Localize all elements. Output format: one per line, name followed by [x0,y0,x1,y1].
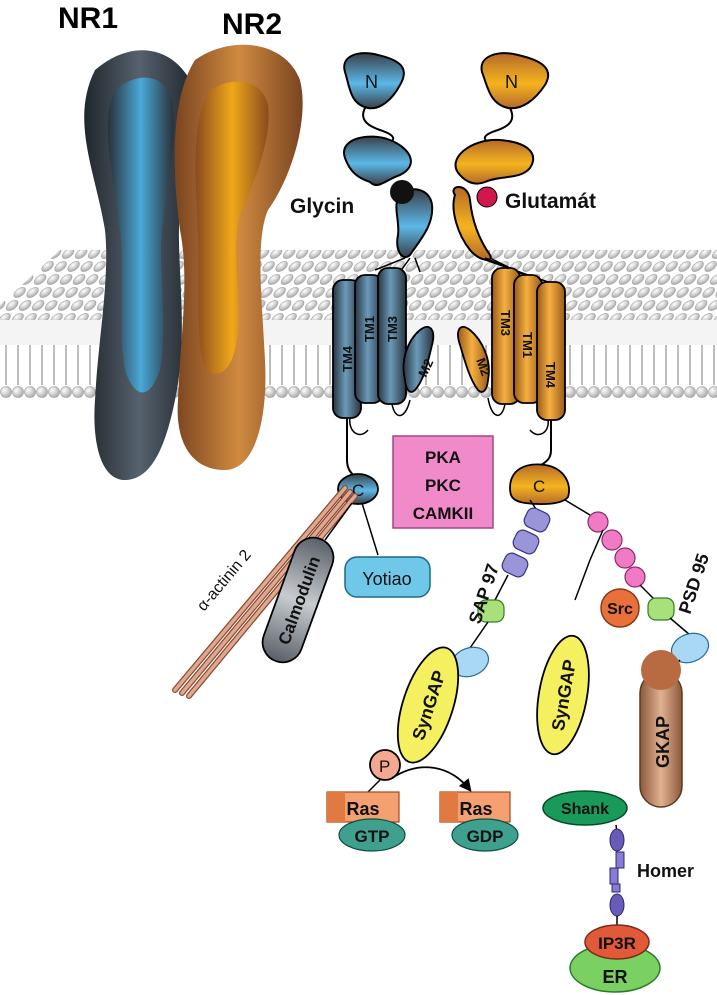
tm-left-3: M2 [415,357,436,380]
nr2-c-tail [539,420,552,467]
tm-right-2: TM1 [520,332,535,358]
gtp-label: GTP [355,827,390,846]
nr2-transmembrane-helices: M2 TM3 TM1 TM4 [457,257,566,436]
glutamate-dot [476,186,498,208]
psd95-chain [564,499,710,673]
syngap-right: SynGAP [536,634,590,756]
tm-right-0: M2 [473,356,493,378]
tm-right-1: TM3 [498,310,513,336]
glycine-dot [390,180,414,204]
gkap-label: GKAP [653,716,673,768]
calmodulin-link [324,502,353,541]
nr1-c-tail [346,418,359,479]
ip3r-ellipse [584,924,650,960]
homer-label: Homer [637,861,694,881]
nr2-title: NR2 [222,8,282,41]
ras-conversion-arrow [391,766,472,792]
kinase-box: PKA PKC CAMKII [392,435,494,529]
homer-chain [609,824,625,925]
src-label: Src [607,601,633,618]
phospho-circle [369,749,401,781]
ras-gtp: Ras GTP [326,791,406,852]
kinase-camkii: CAMKII [413,504,473,523]
n-label-right: N [505,72,518,92]
er-label: ER [602,967,627,987]
nr1-n-terminal-domain: N [343,52,434,258]
psd95-label: PSD 95 [675,551,713,616]
c-label-right: C [533,477,545,496]
ras-gdp-label: Ras [459,799,492,819]
gkap-pill: GKAP [639,650,683,808]
yotiao-box: Yotiao [344,556,431,598]
ip3r-label: IP3R [598,934,636,953]
yotiao-label: Yotiao [362,569,411,589]
shank-ellipse [542,790,628,826]
src-circle [600,588,640,628]
nr1-transmembrane-helices: TM4 TM1 TM3 M2 [332,257,436,436]
tm-left-2: TM3 [385,316,400,342]
phospho-label: P [379,757,390,776]
kinase-pka: PKA [425,448,461,467]
tm-left-0: TM4 [340,345,355,372]
syngap-left: SynGAP [396,646,460,764]
nr2-n-terminal-domain: N [452,52,550,261]
shank-label: Shank [561,801,609,818]
nr1-title: NR1 [58,2,118,35]
nr1-subunit-silhouette [84,50,195,481]
tm-right-3: TM4 [543,362,558,389]
kinase-pkc: PKC [425,476,461,495]
gdp-label: GDP [467,827,504,846]
glycine-label: Glycin [290,195,354,218]
ras-gdp: Ras GDP [439,791,519,852]
glutamate-label: Glutamát [505,190,596,213]
yotiao-link [361,502,379,556]
nr2-subunit-silhouette [174,44,303,471]
nr2-c-domain [509,463,570,505]
sap97-chain [450,499,551,678]
ras-gtp-label: Ras [346,799,379,819]
tm-left-1: TM1 [362,316,377,342]
alpha-actinin-rods [172,485,358,699]
p-link [367,779,381,793]
n-label-left: N [365,72,378,92]
